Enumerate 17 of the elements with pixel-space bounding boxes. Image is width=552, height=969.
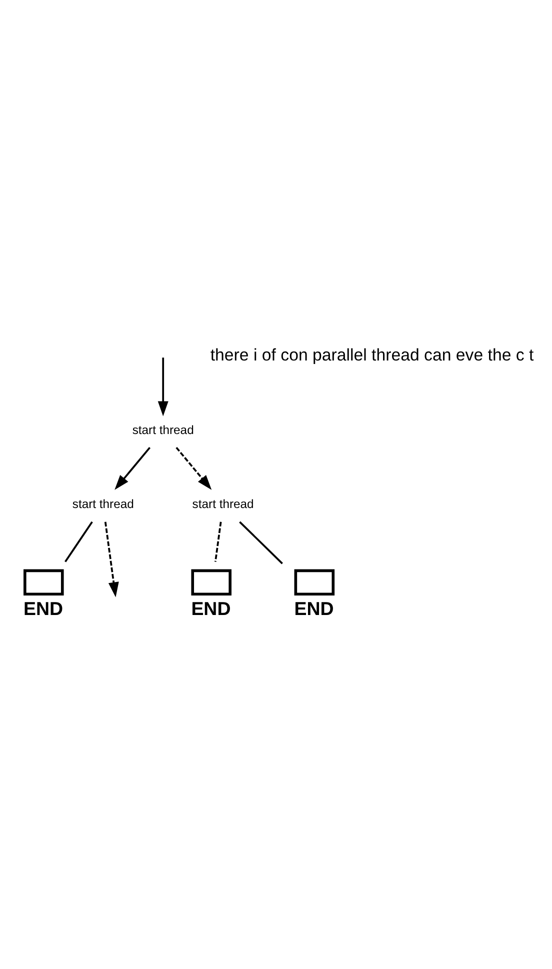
node-box: [24, 569, 64, 596]
node-box: [294, 569, 335, 596]
connector: [214, 522, 222, 562]
node-text: start thread: [72, 496, 134, 511]
arrow: [104, 522, 119, 598]
node-label: END: [24, 598, 64, 620]
arrow: [176, 446, 212, 490]
node-text: start thread: [132, 422, 194, 437]
arrow: [158, 358, 168, 416]
connector: [64, 521, 93, 562]
node-box: [191, 569, 232, 596]
label: there i of con parallel thread can eve the c t: [210, 346, 534, 365]
node-text: start thread: [192, 496, 254, 511]
node-label: END: [191, 598, 231, 620]
arrow: [114, 446, 151, 490]
connector: [239, 521, 283, 564]
node-label: END: [294, 598, 334, 620]
